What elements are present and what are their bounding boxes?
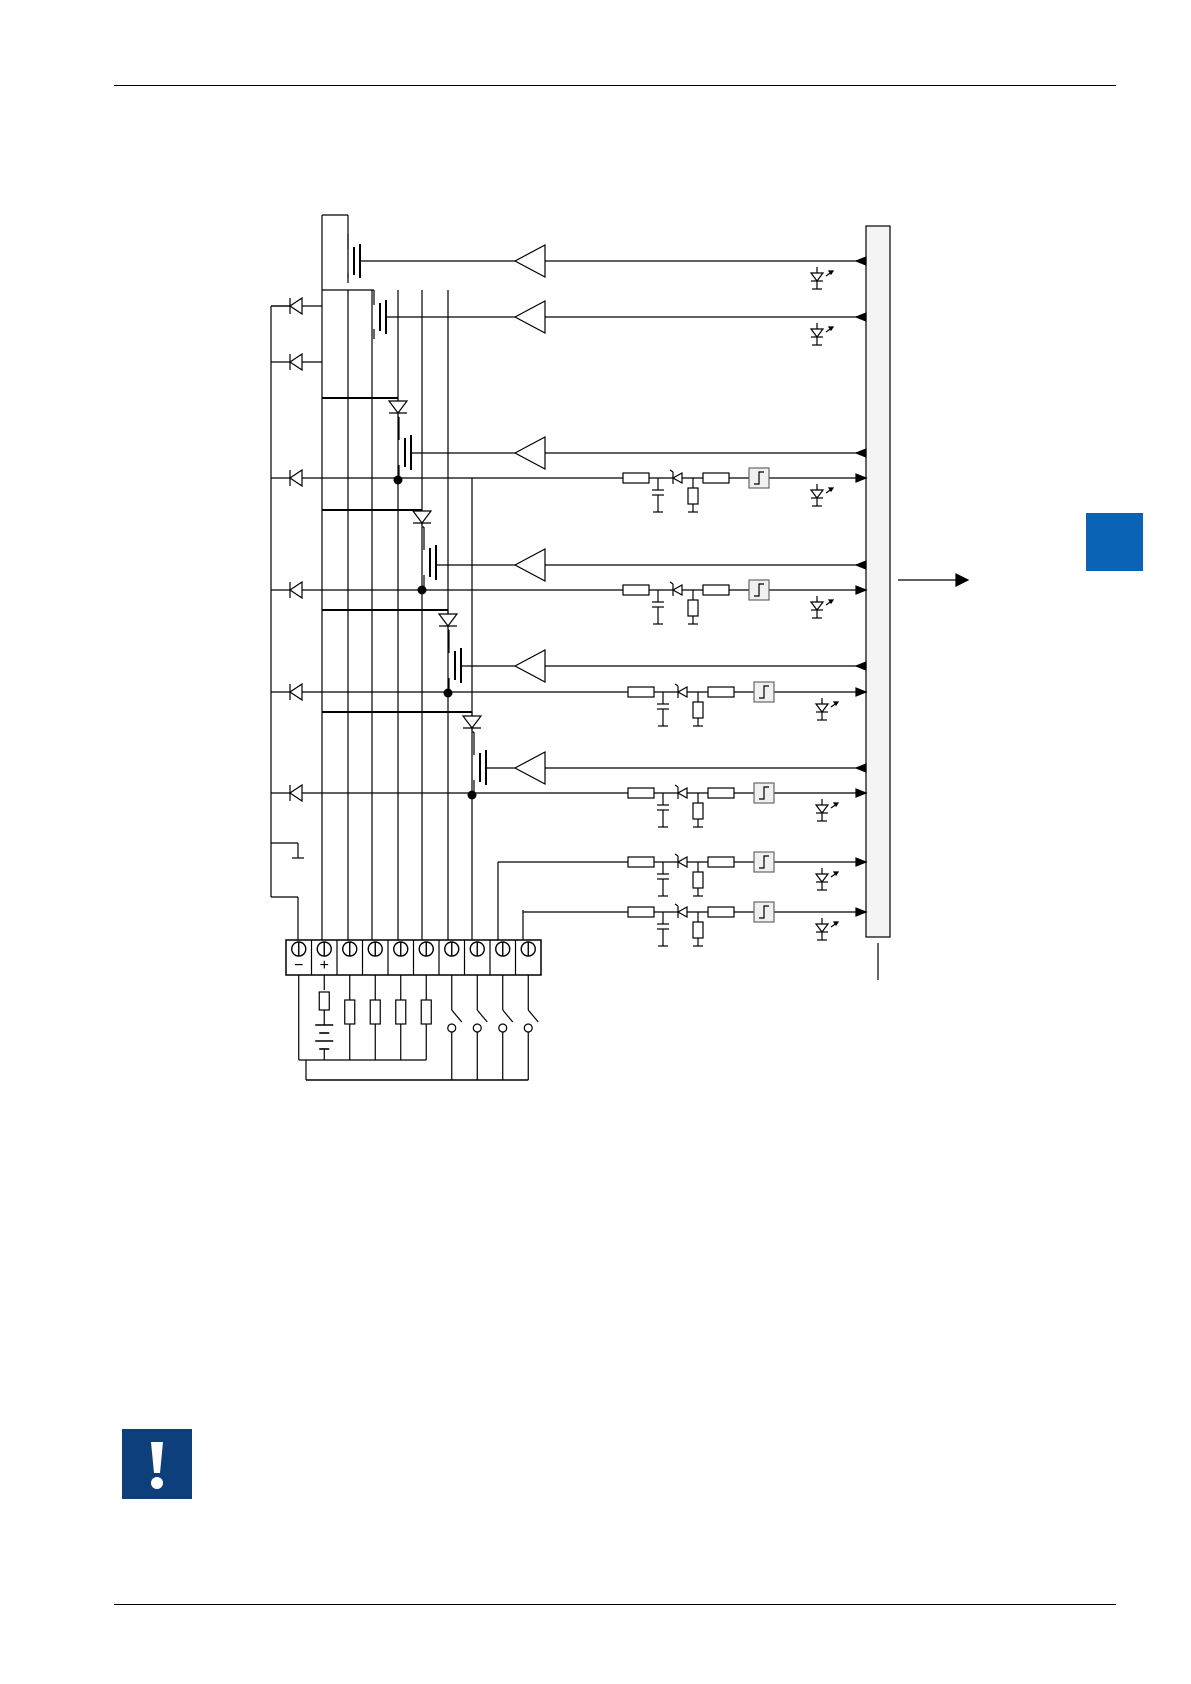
arrow-left-icon	[856, 257, 866, 265]
resistor-icon	[623, 585, 649, 595]
led-icon	[811, 329, 823, 337]
zener-diode-icon	[678, 687, 687, 697]
section-tab-marker	[1086, 513, 1143, 571]
diode-icon	[290, 354, 302, 370]
junction-dot	[468, 791, 477, 800]
resistor-icon	[708, 687, 734, 697]
zener-diode-icon	[678, 907, 687, 917]
switch-contact-icon	[524, 1024, 532, 1032]
exclamation-icon	[122, 1429, 192, 1499]
load-resistor-icon	[370, 1000, 380, 1024]
resistor-icon	[623, 473, 649, 483]
zener-bar	[675, 684, 678, 698]
led-icon	[811, 273, 823, 281]
diode-icon	[463, 716, 481, 728]
diode-icon	[290, 470, 302, 486]
arrow-left-icon	[856, 449, 866, 457]
amplifier-icon	[515, 650, 545, 682]
resistor-icon	[708, 857, 734, 867]
diode-icon	[389, 401, 407, 413]
arrow-left-icon	[856, 764, 866, 772]
resistor-icon	[708, 788, 734, 798]
controller-module	[866, 226, 890, 937]
terminal-plus-label: +	[320, 957, 329, 974]
diode-icon	[290, 582, 302, 598]
resistor-icon	[703, 473, 729, 483]
switch-contact-icon	[499, 1024, 507, 1032]
resistor-icon	[688, 600, 698, 616]
load-resistor-icon	[345, 1000, 355, 1024]
arrow-right-icon	[856, 858, 866, 866]
footer-rule	[114, 1604, 1116, 1605]
arrow-right-icon	[856, 688, 866, 696]
resistor-icon	[628, 687, 654, 697]
amplifier-icon	[515, 301, 545, 333]
resistor-icon	[693, 872, 703, 888]
diode-icon	[413, 511, 431, 523]
switch-blade-icon	[452, 1010, 462, 1022]
zener-diode-icon	[673, 473, 682, 483]
terminal-minus-label: −	[294, 957, 303, 974]
amplifier-icon	[515, 245, 545, 277]
resistor-icon	[693, 702, 703, 718]
resistor-icon	[703, 585, 729, 595]
switch-contact-icon	[473, 1024, 481, 1032]
switch-blade-icon	[528, 1010, 538, 1022]
amplifier-icon	[515, 752, 545, 784]
arrow-left-icon	[856, 662, 866, 670]
led-icon	[816, 874, 828, 882]
switch-blade-icon	[477, 1010, 487, 1022]
fuse-icon	[319, 992, 329, 1010]
zener-bar	[670, 470, 673, 484]
diode-icon	[290, 684, 302, 700]
arrow-right-icon	[856, 789, 866, 797]
zener-bar	[675, 854, 678, 868]
resistor-icon	[708, 907, 734, 917]
zener-diode-icon	[678, 857, 687, 867]
load-resistor-icon	[396, 1000, 406, 1024]
arrow-left-icon	[856, 313, 866, 321]
led-icon	[816, 805, 828, 813]
switch-contact-icon	[448, 1024, 456, 1032]
resistor-icon	[628, 857, 654, 867]
arrow-right-icon	[856, 908, 866, 916]
junction-dot	[394, 476, 403, 485]
led-icon	[816, 704, 828, 712]
resistor-icon	[688, 488, 698, 504]
amplifier-icon	[515, 437, 545, 469]
load-resistor-icon	[421, 1000, 431, 1024]
led-icon	[811, 490, 823, 498]
junction-dot	[444, 689, 453, 698]
arrow-right-icon	[956, 574, 968, 586]
arrow-right-icon	[856, 474, 866, 482]
diode-icon	[439, 614, 457, 626]
amplifier-icon	[515, 549, 545, 581]
arrow-left-icon	[856, 561, 866, 569]
switch-blade-icon	[503, 1010, 513, 1022]
zener-diode-icon	[678, 788, 687, 798]
led-icon	[816, 924, 828, 932]
arrow-right-icon	[856, 586, 866, 594]
zener-bar	[675, 785, 678, 799]
diode-icon	[290, 785, 302, 801]
zener-bar	[670, 582, 673, 596]
resistor-icon	[693, 922, 703, 938]
zener-diode-icon	[673, 585, 682, 595]
resistor-icon	[628, 788, 654, 798]
resistor-icon	[628, 907, 654, 917]
diode-icon	[290, 298, 302, 314]
zener-bar	[675, 904, 678, 918]
resistor-icon	[693, 803, 703, 819]
led-icon	[811, 602, 823, 610]
